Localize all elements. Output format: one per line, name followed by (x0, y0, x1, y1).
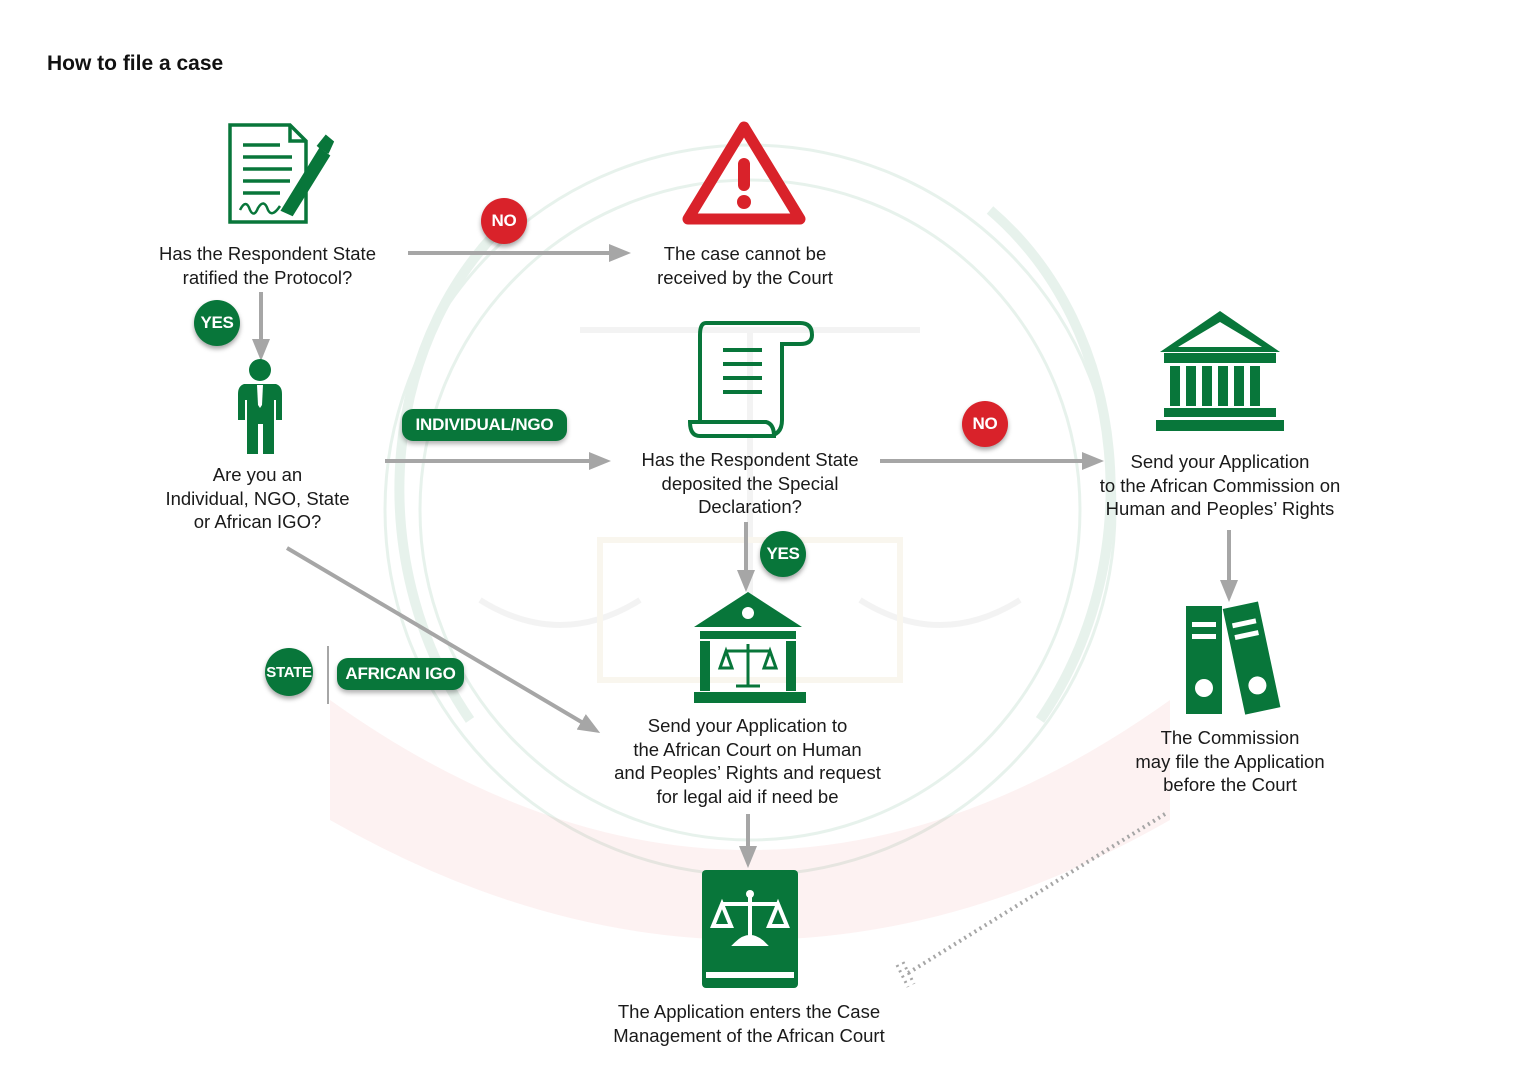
courthouse-scales-icon (694, 592, 806, 703)
node-applicant-type: Are you an Individual, NGO, State or Afr… (165, 464, 350, 532)
binders-icon (1186, 601, 1281, 715)
node-commission-file: The Commission may file the Application … (1135, 727, 1325, 795)
node-special-declaration: Has the Respondent State deposited the S… (641, 449, 859, 517)
node-case-management: The Application enters the Case Manageme… (613, 1001, 885, 1046)
scroll-icon (687, 321, 815, 438)
warning-triangle-icon (682, 121, 806, 225)
background-ribbon (330, 700, 1170, 940)
page-title: How to file a case (47, 52, 224, 75)
badge-yes-ratified: YES (194, 300, 240, 346)
badge-no-ratified: NO (481, 198, 527, 244)
badge-no-declaration: NO (962, 401, 1008, 447)
badge-african-igo: AFRICAN IGO (337, 658, 464, 690)
flow-arrows (252, 244, 1238, 988)
badge-individual-ngo: INDIVIDUAL/NGO (402, 409, 567, 441)
person-icon (238, 359, 282, 454)
badge-state: STATE (265, 648, 313, 696)
node-cannot-receive: The case cannot be received by the Court (657, 243, 833, 288)
node-send-commission: Send your Application to the African Com… (1099, 451, 1341, 519)
signed-document-icon (228, 123, 335, 224)
badge-yes-declaration: YES (760, 531, 806, 577)
arrow-person-to-court (285, 546, 601, 734)
node-send-court: Send your Application to the African Cou… (614, 715, 881, 807)
law-book-icon (702, 870, 798, 988)
node-ratified-question: Has the Respondent State ratified the Pr… (158, 243, 376, 288)
building-columns-icon (1156, 311, 1284, 431)
